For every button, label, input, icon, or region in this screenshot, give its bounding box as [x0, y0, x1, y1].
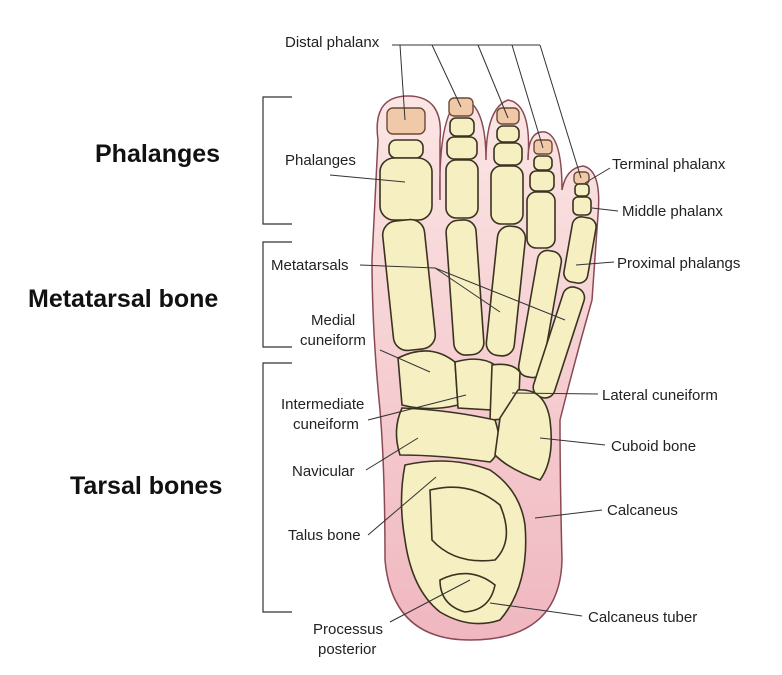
bracket-phalanges: [262, 96, 292, 225]
label-processus-posterior-2: posterior: [318, 641, 376, 658]
label-terminal-phalanx: Terminal phalanx: [612, 156, 726, 173]
label-middle-phalanx: Middle phalanx: [622, 203, 723, 220]
label-distal-phalanx: Distal phalanx: [285, 34, 380, 51]
label-proximal-phalangs: Proximal phalangs: [617, 255, 740, 272]
label-phalanges: Phalanges: [285, 152, 356, 169]
section-metatarsal: Metatarsal bone: [28, 285, 218, 313]
label-intermediate-cuneiform: Intermediate: [281, 396, 364, 413]
bones: [379, 117, 597, 625]
label-metatarsals: Metatarsals: [271, 257, 349, 274]
label-intermediate-cuneiform-2: cuneiform: [293, 416, 359, 433]
bracket-metatarsal: [262, 241, 292, 348]
bracket-tarsal: [262, 362, 292, 613]
section-phalanges: Phalanges: [95, 140, 220, 168]
label-navicular: Navicular: [292, 463, 355, 480]
label-medial-cuneiform: Medial: [311, 312, 355, 329]
label-lateral-cuneiform: Lateral cuneiform: [602, 387, 718, 404]
label-cuboid-bone: Cuboid bone: [611, 438, 696, 455]
label-calcaneus-tuber: Calcaneus tuber: [588, 609, 697, 626]
label-medial-cuneiform-2: cuneiform: [300, 332, 366, 349]
label-calcaneus: Calcaneus: [607, 502, 678, 519]
toenails: [386, 97, 590, 185]
label-talus-bone: Talus bone: [288, 527, 361, 544]
section-tarsal: Tarsal bones: [70, 472, 222, 500]
label-processus-posterior: Processus: [313, 621, 383, 638]
leader-lines: [329, 44, 619, 623]
